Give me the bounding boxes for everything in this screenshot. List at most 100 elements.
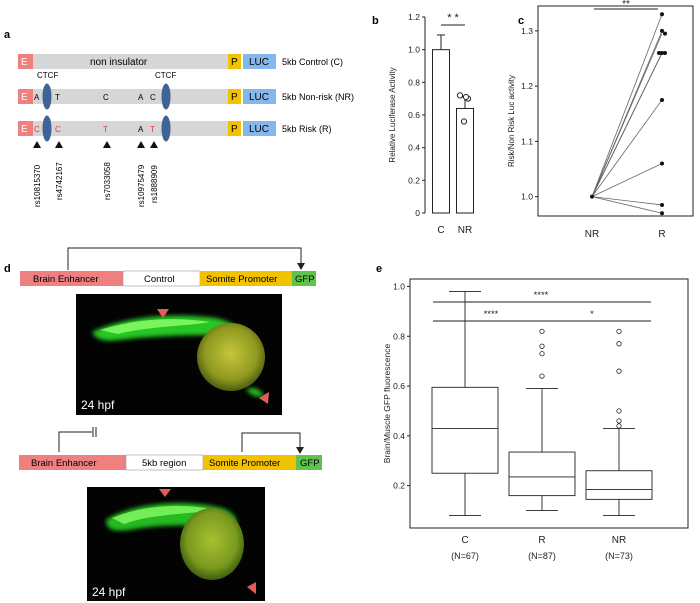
luc-box <box>243 54 276 69</box>
paired-line <box>591 99 663 197</box>
construct-control: E non insulator P LUC 5kb Control (C) <box>18 54 343 69</box>
risk-point <box>663 31 667 36</box>
y-tick-label: 0.6 <box>393 381 405 391</box>
outlier-point <box>539 373 545 379</box>
x-tick-label: R <box>658 229 665 240</box>
y-tick-label: 0 <box>415 208 420 218</box>
promoter-label: P <box>231 124 238 135</box>
embryo-image-5kb: 24 hpf <box>87 487 265 601</box>
segment-gfp <box>292 271 316 286</box>
promoter-box <box>228 89 241 104</box>
segment-label: Brain Enhancer <box>31 458 96 469</box>
expression-arrow-icon <box>247 582 256 594</box>
gfp-box-plot: 0.20.40.60.81.0C(N=67)R(N=87)NR(N=73)Bra… <box>382 278 689 561</box>
segment-gfp <box>296 455 322 470</box>
expression-arrow-icon <box>157 309 169 318</box>
paired-line <box>591 14 663 197</box>
risk-point <box>660 12 664 17</box>
risk-point <box>660 211 664 216</box>
expression-arrow-icon <box>259 392 269 404</box>
panel-letter-c: c <box>518 15 524 27</box>
embryo-image-control: 24 hpf <box>76 294 282 415</box>
construct-body-tail <box>222 54 228 69</box>
snp-arrow-icon <box>55 141 63 148</box>
risk-point <box>660 50 664 55</box>
y-tick-label: 0.2 <box>393 481 405 491</box>
nonrisk-point <box>590 194 594 199</box>
construct-body <box>18 121 228 136</box>
paired-line <box>591 196 663 214</box>
box-C <box>431 386 499 474</box>
x-tick-label: C <box>437 225 444 236</box>
y-axis-label: Brain/Muscle GFP fluorescence <box>382 344 392 464</box>
embryo-yolk <box>180 508 244 580</box>
y-tick-label: 1.2 <box>521 81 533 91</box>
plot-frame <box>537 5 694 217</box>
segment-label: Somite Promoter <box>206 274 277 285</box>
gfp-construct-5kb: Brain Enhancer 5kb region Somite Promote… <box>19 427 322 471</box>
segment-label: GFP <box>295 274 315 285</box>
segment-label: 5kb region <box>142 458 186 469</box>
y-tick-label: 0.6 <box>408 110 420 120</box>
construct-nonrisk: E CTCF CTCF A T C A C P LUC 5kb Non-risk… <box>18 71 354 110</box>
box-R <box>508 451 576 497</box>
risk-point <box>660 28 664 33</box>
segment-brain-enhancer <box>19 455 126 470</box>
paired-line <box>591 196 663 206</box>
transcription-arrow-icon <box>296 447 304 454</box>
enhancer-label: E <box>21 57 28 68</box>
snp-id: rs4742167 <box>55 162 64 200</box>
outlier-point <box>539 351 545 357</box>
construct-name: 5kb Control (C) <box>282 57 343 67</box>
outlier-point <box>616 408 622 414</box>
ctcf-label: CTCF <box>155 71 176 80</box>
x-tick-label: C <box>461 535 468 546</box>
ctcf-site <box>161 83 171 110</box>
segment-label: Somite Promoter <box>209 458 280 469</box>
paired-line <box>591 163 663 198</box>
segment-somite-promoter <box>200 271 292 286</box>
promoter-arrow-line <box>241 432 301 452</box>
promoter-box <box>228 121 241 136</box>
paired-line <box>591 52 663 197</box>
embryo-body-glow <box>100 319 210 334</box>
allele: T <box>55 93 60 102</box>
panel-letter-e: e <box>376 263 382 275</box>
outlier-point <box>539 343 545 349</box>
data-point <box>462 93 470 101</box>
luc-box <box>243 89 276 104</box>
risk-point <box>660 97 664 102</box>
paired-line <box>591 33 663 197</box>
enhancer-loop-line <box>58 431 92 452</box>
significance-label: * <box>590 309 594 320</box>
expression-arrow-icon <box>159 489 171 497</box>
stage-label: 24 hpf <box>81 398 115 412</box>
y-tick-label: 1.3 <box>521 26 533 36</box>
allele: A <box>138 93 144 102</box>
outlier-point <box>616 423 622 429</box>
ctcf-site <box>161 115 171 142</box>
box-NR <box>585 470 653 500</box>
y-tick-label: 0.4 <box>408 143 420 153</box>
construct-body <box>18 54 222 69</box>
transcription-arrow-icon <box>297 263 305 270</box>
x-tick-label: NR <box>612 535 626 546</box>
outlier-point <box>616 328 622 334</box>
risk-point <box>663 50 667 55</box>
plot-frame <box>409 278 689 529</box>
snp-arrow-icon <box>33 141 41 148</box>
snp-id: rs7033058 <box>103 162 112 200</box>
y-tick-label: 1.0 <box>408 45 420 55</box>
construct-diagram: E non insulator P LUC 5kb Control (C) E … <box>18 54 354 207</box>
y-tick-label: 1.1 <box>521 136 533 146</box>
allele-risk: T <box>150 125 155 134</box>
risk-point <box>660 202 664 207</box>
y-tick-label: 0.8 <box>408 77 420 87</box>
x-tick-label: R <box>538 535 545 546</box>
ctcf-site <box>42 83 52 110</box>
outlier-point <box>616 341 622 347</box>
promoter-label: P <box>231 92 238 103</box>
